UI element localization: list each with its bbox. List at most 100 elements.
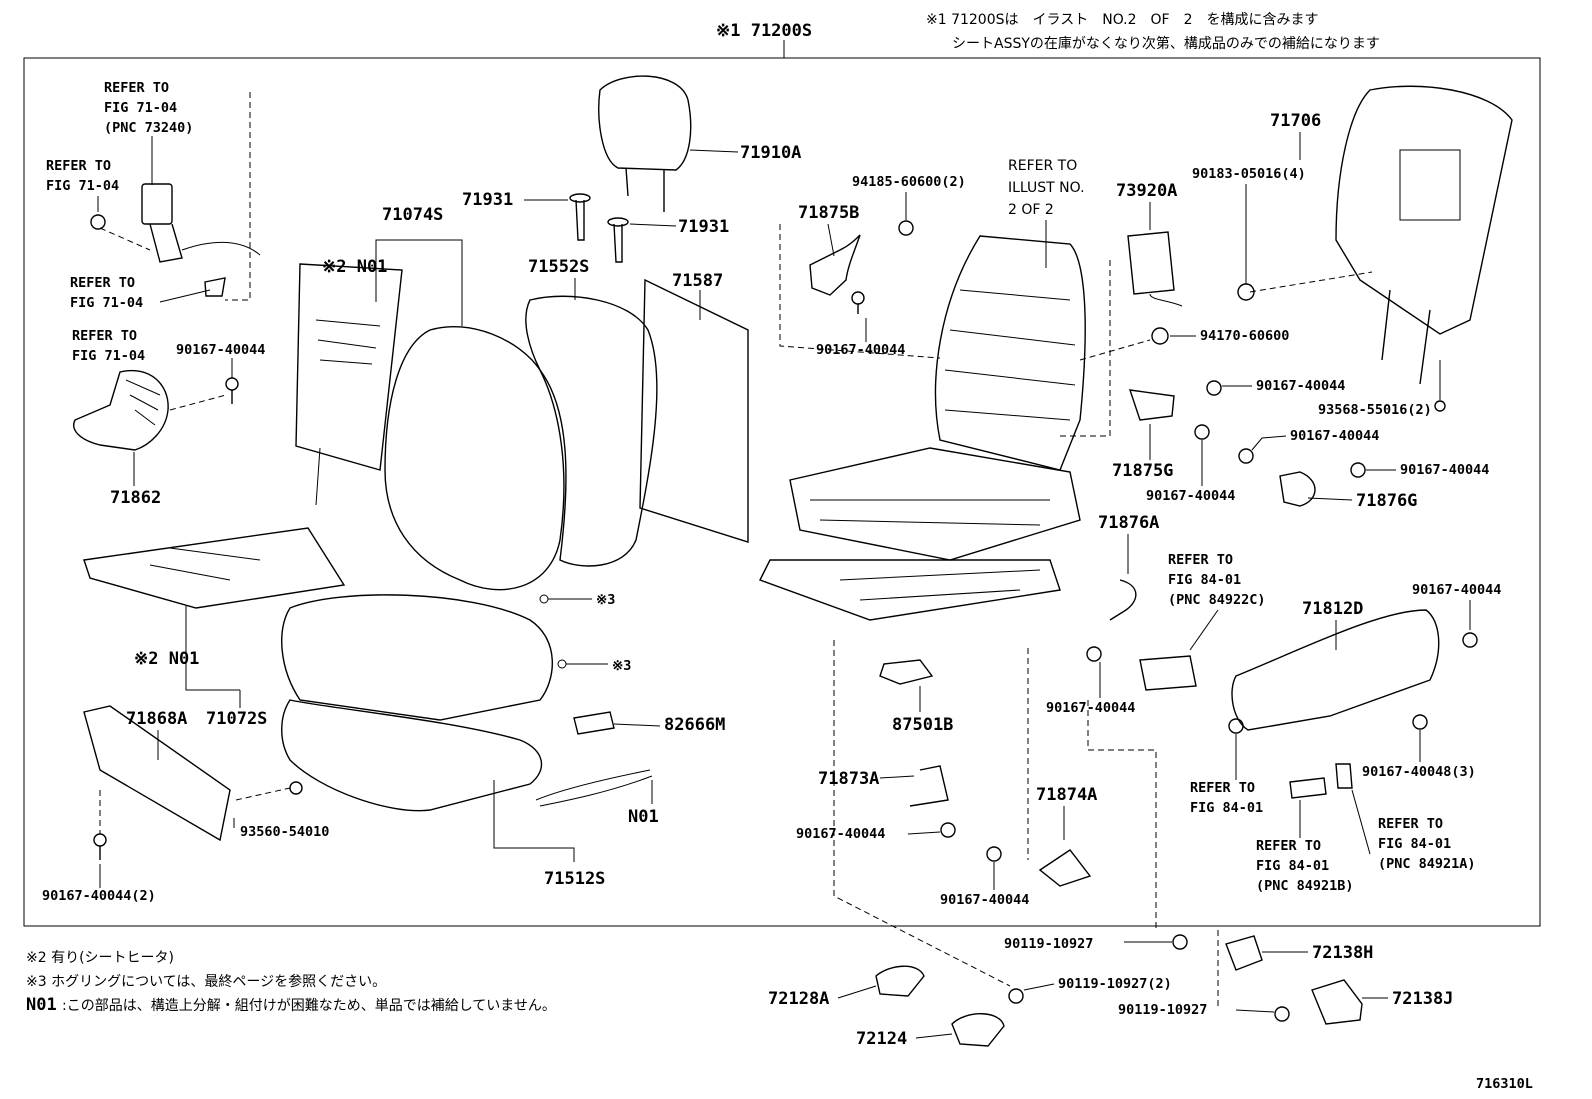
part-90167-40044-g[interactable]: 90167-40044 (1412, 582, 1501, 598)
part-71931-a[interactable]: 71931 (462, 190, 513, 210)
wire-71876a-drawing (1109, 579, 1137, 621)
header-note-line1: ※1 71200Sは イラスト NO.2 OF 2 を構成に含みます (926, 12, 1319, 28)
refer-fig-84-01-d[interactable]: FIG 84-01 (1378, 836, 1451, 852)
bracket-71876g-drawing (1279, 471, 1316, 507)
part-90183-05016-4[interactable]: 90183-05016(4) (1192, 166, 1306, 182)
part-72124[interactable]: 72124 (856, 1029, 907, 1049)
part-71868a[interactable]: 71868A (126, 709, 187, 729)
hog-ring-note-a[interactable]: ※3 (596, 592, 615, 608)
refer-fig-84-01-c[interactable]: FIG 84-01 (1256, 858, 1329, 874)
front-panel-drawing (83, 705, 231, 842)
part-90167-40044-c[interactable]: 90167-40044 (1256, 378, 1345, 394)
seat-belt-buckle-drawing (90, 92, 261, 301)
part-94170-60600[interactable]: 94170-60600 (1200, 328, 1289, 344)
figure-id: 716310L (1476, 1076, 1533, 1092)
part-90167-40044-i[interactable]: 90167-40044 (796, 826, 885, 842)
part-90167-40044-h[interactable]: 90167-40044 (1046, 700, 1135, 716)
refer-fig-4[interactable]: FIG 71-04 (72, 348, 145, 364)
refer-to-6: REFER TO (1190, 780, 1255, 796)
part-82666m[interactable]: 82666M (664, 715, 725, 735)
refer-fig-3[interactable]: FIG 71-04 (70, 295, 143, 311)
seatback-cover-drawing (384, 326, 565, 591)
refer-fig-84-01-b[interactable]: FIG 84-01 (1190, 800, 1263, 816)
cushion-heater-drawing (83, 527, 346, 609)
cover-72138j-drawing (1311, 979, 1363, 1025)
assembly-frame (23, 57, 1541, 927)
part-71862[interactable]: 71862 (110, 488, 161, 508)
seat-frame-drawing (759, 235, 1086, 621)
back-board-drawing (639, 278, 749, 543)
refer-2-of-2[interactable]: 2 OF 2 (1008, 202, 1054, 218)
headrest-guides-drawing (569, 193, 629, 263)
part-93560-54010[interactable]: 93560-54010 (240, 824, 329, 840)
part-90167-40044-f[interactable]: 90167-40044 (1146, 488, 1235, 504)
heater-n01-back[interactable]: ※2 N01 (322, 257, 387, 277)
part-71910a[interactable]: 71910A (740, 143, 801, 163)
footnote-heater: ※2 有り(シートヒータ) (26, 950, 174, 966)
part-90167-40044-e[interactable]: 90167-40044 (1400, 462, 1489, 478)
switch-84921b-drawing (1289, 777, 1327, 799)
bracket-71875b-drawing (809, 234, 861, 296)
part-90119-10927-b[interactable]: 90119-10927 (1118, 1002, 1207, 1018)
part-71072s[interactable]: 71072S (206, 709, 267, 729)
part-n01-wire[interactable]: N01 (628, 807, 659, 827)
sensor-82666m-drawing (573, 711, 615, 735)
refer-to-2: REFER TO (46, 158, 111, 174)
part-71873a[interactable]: 71873A (818, 769, 879, 789)
footnote-n01-label: N01 (26, 995, 57, 1015)
part-71812d[interactable]: 71812D (1302, 599, 1363, 619)
part-71874a[interactable]: 71874A (1036, 785, 1097, 805)
refer-to-1: REFER TO (104, 80, 169, 96)
control-84922c-drawing (1139, 655, 1197, 691)
hog-ring-note-b[interactable]: ※3 (612, 658, 631, 674)
bracket-71875g-drawing (1128, 380, 1222, 440)
part-71876a[interactable]: 71876A (1098, 513, 1159, 533)
footnote-n01-text: :この部品は、構造上分解・組付けが困難なため、単品では補給していません。 (62, 998, 556, 1014)
part-72138h[interactable]: 72138H (1312, 943, 1373, 963)
side-shield-71812d-drawing (1231, 609, 1440, 731)
refer-fig-1[interactable]: FIG 71-04 (104, 100, 177, 116)
part-90119-10927-a[interactable]: 90119-10927 (1004, 936, 1093, 952)
part-90167-40044-j[interactable]: 90167-40044 (940, 892, 1029, 908)
part-90167-40048-3[interactable]: 90167-40048(3) (1362, 764, 1476, 780)
cover-72128a-drawing (875, 965, 925, 997)
part-94185-60600-2[interactable]: 94185-60600(2) (852, 174, 966, 190)
part-93568-55016-2[interactable]: 93568-55016(2) (1318, 402, 1432, 418)
refer-fig-2[interactable]: FIG 71-04 (46, 178, 119, 194)
part-71706[interactable]: 71706 (1270, 111, 1321, 131)
part-90167-40044-d[interactable]: 90167-40044 (1290, 428, 1379, 444)
bracket-71874a-drawing (1038, 849, 1092, 887)
part-71875g[interactable]: 71875G (1112, 461, 1173, 481)
refer-pnc-84921a[interactable]: (PNC 84921A) (1378, 856, 1476, 872)
part-71587[interactable]: 71587 (672, 271, 723, 291)
heater-n01-cushion[interactable]: ※2 N01 (134, 649, 199, 669)
occupant-wire-drawing (535, 769, 653, 807)
part-71931-b[interactable]: 71931 (678, 217, 729, 237)
refer-to-5: REFER TO (1168, 552, 1233, 568)
part-87501b[interactable]: 87501B (892, 715, 953, 735)
part-71552s[interactable]: 71552S (528, 257, 589, 277)
refer-pnc-84922c[interactable]: (PNC 84922C) (1168, 592, 1266, 608)
cover-72124-drawing (951, 1013, 1005, 1047)
part-73920a[interactable]: 73920A (1116, 181, 1177, 201)
refer-to-7: REFER TO (1256, 838, 1321, 854)
part-72138j[interactable]: 72138J (1392, 989, 1453, 1009)
refer-fig-84-01-a[interactable]: FIG 84-01 (1168, 572, 1241, 588)
part-71074s[interactable]: 71074S (382, 205, 443, 225)
assembly-part-number[interactable]: ※1 71200S (716, 21, 812, 41)
part-71512s[interactable]: 71512S (544, 869, 605, 889)
refer-pnc-73240[interactable]: (PNC 73240) (104, 120, 193, 136)
part-90119-10927-2[interactable]: 90119-10927(2) (1058, 976, 1172, 992)
cover-72138h-drawing (1225, 935, 1263, 971)
refer-illust-no[interactable]: ILLUST NO. (1008, 180, 1085, 196)
airbag-module-73920a-drawing (1127, 231, 1175, 295)
part-71875b[interactable]: 71875B (798, 203, 859, 223)
refer-pnc-84921b[interactable]: (PNC 84921B) (1256, 878, 1354, 894)
part-90167-40044-2-bottom[interactable]: 90167-40044(2) (42, 888, 156, 904)
part-72128a[interactable]: 72128A (768, 989, 829, 1009)
part-71876g[interactable]: 71876G (1356, 491, 1417, 511)
seat-back-heater-drawing (295, 263, 403, 506)
refer-to-8: REFER TO (1378, 816, 1443, 832)
cushion-cover-drawing (281, 594, 554, 721)
part-90167-40044-a[interactable]: 90167-40044 (176, 342, 265, 358)
